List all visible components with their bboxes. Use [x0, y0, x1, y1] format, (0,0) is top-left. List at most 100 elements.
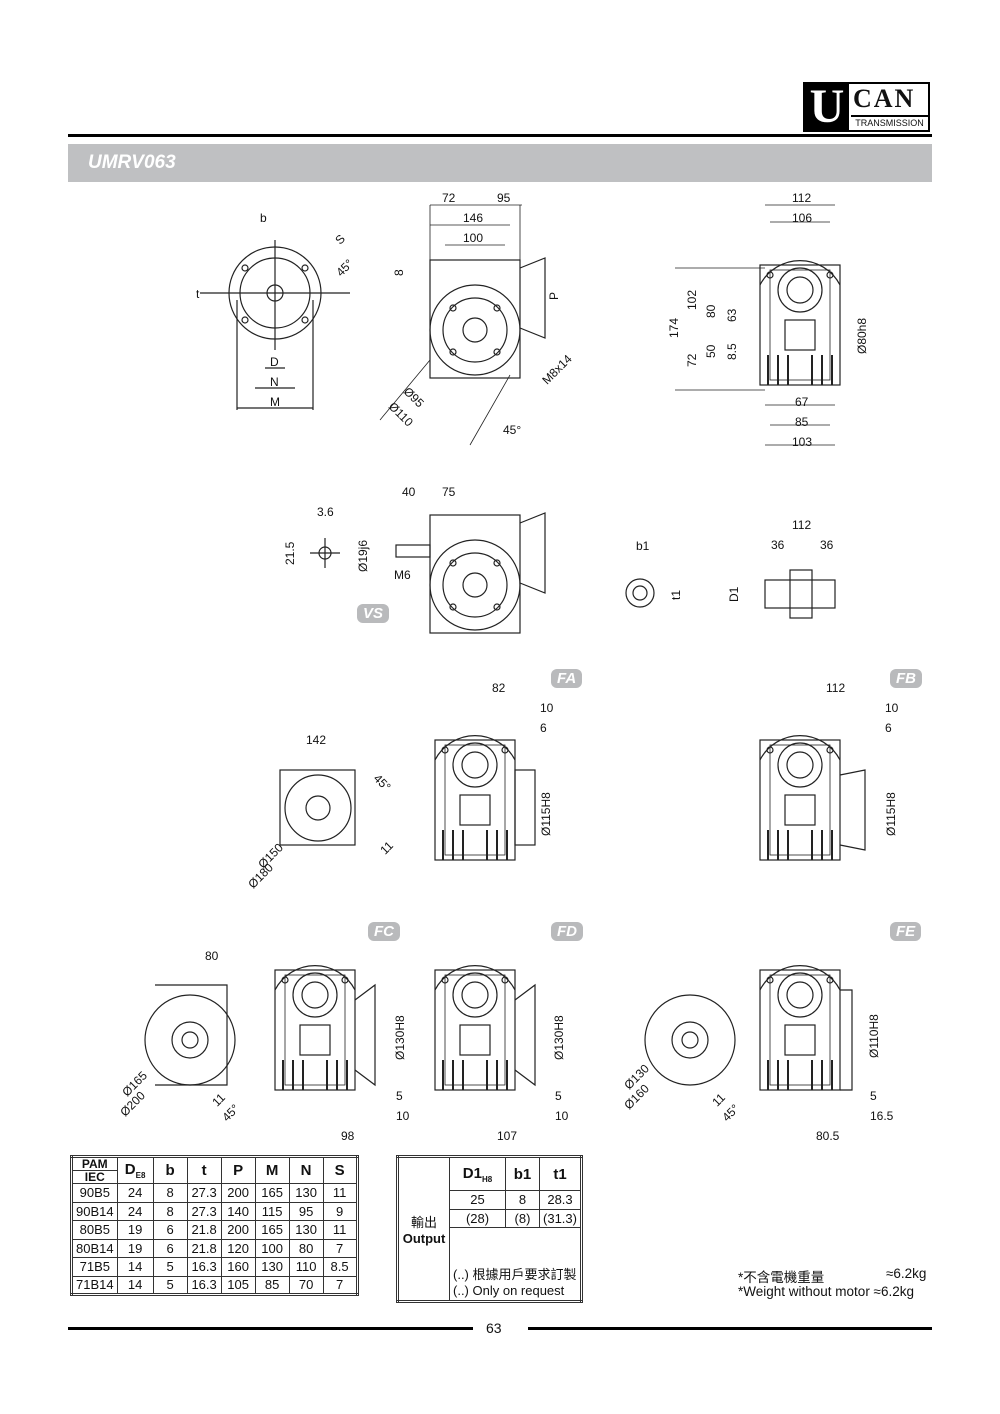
dim-label: 36 — [771, 538, 785, 552]
dim-label: b — [260, 211, 267, 225]
cell: 200 — [220, 1183, 256, 1203]
cell: 11 — [322, 1220, 358, 1240]
cell: 165 — [254, 1220, 290, 1240]
dim-label: 112 — [792, 191, 812, 205]
cell: 21.8 — [186, 1238, 222, 1258]
dim-label: b1 — [636, 539, 650, 553]
cell: 100 — [254, 1238, 290, 1258]
col-header: b — [152, 1156, 188, 1184]
cell: 6 — [152, 1238, 188, 1258]
fa-badge: FA — [551, 669, 583, 688]
dim-label: D — [270, 355, 279, 369]
dim-label: Ø130H8 — [552, 1015, 566, 1060]
dim-label: 6 — [540, 721, 547, 735]
dim-label: 45° — [503, 423, 522, 437]
cell: 110 — [288, 1257, 324, 1277]
cell: 16.3 — [186, 1257, 222, 1277]
dim-label: N — [270, 375, 279, 389]
cell: 7 — [322, 1238, 358, 1258]
ucan-logo: U CAN TRANSMISSION — [803, 82, 930, 132]
dim-label: D1 — [727, 586, 741, 602]
dim-label: Ø110H8 — [867, 1014, 881, 1058]
dim-label: 10 — [396, 1109, 410, 1123]
dim-label: 8.5 — [725, 343, 739, 360]
cell: 25 — [449, 1190, 506, 1210]
vs-badge: VS — [357, 604, 390, 623]
col-header: M — [254, 1156, 290, 1184]
cell: 140 — [220, 1201, 256, 1221]
cell: 8.5 — [322, 1257, 358, 1277]
dim-label: 95 — [497, 191, 511, 205]
cell: (31.3) — [538, 1208, 583, 1228]
dim-label: Ø115H8 — [539, 792, 553, 836]
logo-subtitle: TRANSMISSION — [851, 115, 928, 128]
cell: 120 — [220, 1238, 256, 1258]
dim-label: 10 — [540, 701, 554, 715]
dim-label: 80 — [205, 949, 219, 963]
page-number: 63 — [486, 1320, 502, 1336]
cell: 115 — [254, 1201, 290, 1221]
cell: 130 — [254, 1257, 290, 1277]
dim-label: 10 — [885, 701, 899, 715]
cell: 6 — [152, 1220, 188, 1240]
dim-label: 107 — [497, 1129, 518, 1143]
dim-label: 10 — [555, 1109, 569, 1123]
dim-label: 3.6 — [317, 505, 334, 519]
dim-label: P — [547, 291, 561, 300]
col-header: N — [288, 1156, 324, 1184]
cell: 9 — [322, 1201, 358, 1221]
dim-label: 85 — [795, 415, 809, 429]
dim-label: 80 — [704, 304, 718, 318]
logo-name: CAN — [853, 84, 916, 113]
cell: 14 — [116, 1275, 154, 1295]
cell: 165 — [254, 1183, 290, 1203]
cell: 21.8 — [186, 1220, 222, 1240]
cell: 19 — [116, 1220, 154, 1240]
dim-label: 98 — [341, 1129, 355, 1143]
dim-label: 21.5 — [283, 541, 297, 565]
dim-label: 6 — [885, 721, 892, 735]
col-header: P — [220, 1156, 256, 1184]
model-title-bar: UMRV063 — [68, 144, 932, 182]
dim-label: 5 — [870, 1089, 877, 1103]
weight-note-cn: *不含電機重量≈6.2kg — [738, 1266, 927, 1285]
cell: 11 — [322, 1183, 358, 1203]
dim-label: 103 — [792, 435, 813, 449]
dim-label: 63 — [725, 308, 739, 322]
cell: 24 — [116, 1201, 154, 1221]
flange-front-view — [200, 240, 350, 410]
cell: 71B5 — [71, 1257, 118, 1277]
cell: 5 — [152, 1275, 188, 1295]
dim-label: 75 — [442, 485, 456, 499]
cell: 200 — [220, 1220, 256, 1240]
dim-label: 67 — [795, 395, 809, 409]
dim-label: 100 — [463, 231, 484, 245]
model-title: UMRV063 — [88, 152, 176, 173]
cell: 24 — [116, 1183, 154, 1203]
cell: 80B5 — [71, 1220, 118, 1240]
t1-header: t1 — [538, 1156, 583, 1191]
fb-badge: FB — [890, 669, 922, 688]
cell: 90B5 — [71, 1183, 118, 1203]
dim-label: 102 — [685, 289, 699, 310]
dim-label: Ø19j6 — [356, 539, 370, 572]
dim-label: t1 — [669, 589, 683, 600]
cell: 130 — [288, 1183, 324, 1203]
dim-label: 72 — [442, 191, 456, 205]
dim-label: 40 — [402, 485, 416, 499]
dim-label: 36 — [820, 538, 834, 552]
dim-label: 142 — [306, 733, 327, 747]
fe-badge: FE — [890, 922, 922, 941]
iec-header: IEC — [84, 1170, 105, 1184]
cell: 28.3 — [538, 1190, 583, 1210]
dim-label: 112 — [826, 681, 846, 695]
dim-label: 174 — [667, 317, 681, 338]
cell: 27.3 — [186, 1201, 222, 1221]
cell: 85 — [254, 1275, 290, 1295]
